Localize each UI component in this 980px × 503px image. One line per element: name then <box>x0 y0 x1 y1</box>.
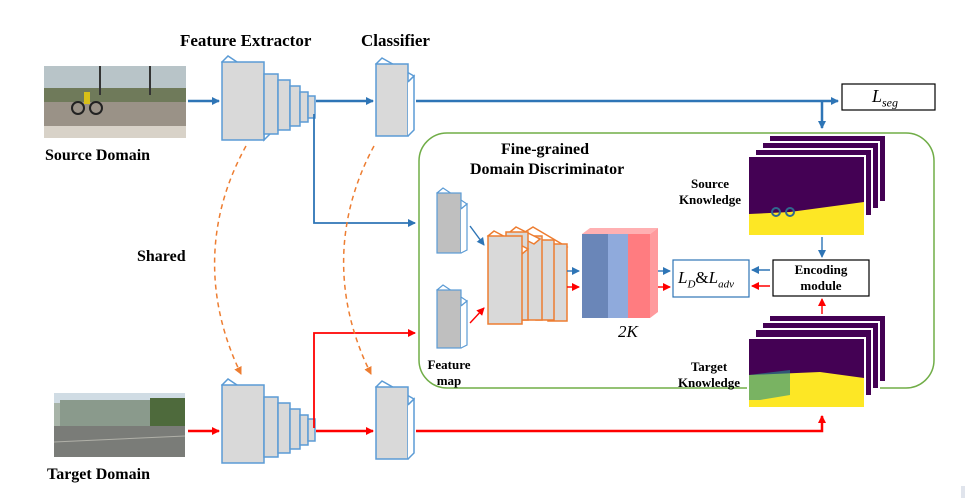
target-knowledge-line1: Target <box>690 359 728 374</box>
target-knowledge-label: Target Knowledge <box>674 359 744 391</box>
encoding-module-box <box>772 259 870 297</box>
segmentation-loss-label: Lseg <box>872 86 898 111</box>
source-knowledge-maps <box>747 134 887 237</box>
target-feature-extractor <box>220 378 316 464</box>
seg-loss-symbol: L <box>872 86 883 106</box>
segmentation-loss-box <box>841 83 936 111</box>
feature-map-source-arrow <box>469 225 485 246</box>
target-domain-image <box>53 393 186 457</box>
source-knowledge-label: Source Knowledge <box>676 176 744 208</box>
target-classifier <box>374 380 416 460</box>
feature-map-target-arrow <box>469 307 485 324</box>
source-classifier <box>374 57 416 137</box>
source-domain-image <box>44 66 186 138</box>
discriminator-title: Fine-grained Domain Discriminator <box>470 140 625 180</box>
target-knowledge-maps <box>747 314 887 409</box>
adversarial-loss-label: LD&Ladv <box>678 268 734 290</box>
source-flow-arrows <box>188 97 839 227</box>
two-k-text: 2K <box>618 322 638 341</box>
source-domain-label: Source Domain <box>45 147 151 164</box>
target-knowledge-line2: Knowledge <box>677 375 741 390</box>
target-flow-arrows <box>188 329 826 435</box>
feature-map-source <box>435 187 469 254</box>
source-knowledge-line1: Source <box>690 176 730 191</box>
discriminator-container <box>418 132 935 389</box>
two-k-label: 2K <box>618 322 638 342</box>
corner-mark <box>961 486 965 498</box>
feature-map-label: Feature map <box>424 357 474 389</box>
shared-label: Shared <box>137 248 186 265</box>
feature-map-target <box>435 284 469 349</box>
d-loss-symbol: L <box>678 268 688 287</box>
target-domain-label: Target Domain <box>47 466 150 483</box>
seg-loss-subscript: seg <box>882 95 899 110</box>
encoding-module-label: Encoding module <box>775 262 867 294</box>
discriminator-conv-layers <box>486 226 569 325</box>
discriminator-title-line1: Fine-grained <box>501 141 589 158</box>
adversarial-loss-box <box>672 259 750 298</box>
source-feature-extractor <box>220 55 316 142</box>
d-loss-subscript: D <box>687 278 696 291</box>
encoding-line2: module <box>800 278 842 293</box>
source-knowledge-line2: Knowledge <box>678 192 742 207</box>
adv-loss-symbol: L <box>708 268 719 287</box>
feature-map-line2: map <box>436 373 462 388</box>
discriminator-title-line2: Domain Discriminator <box>470 161 625 178</box>
adv-loss-subscript: adv <box>718 278 735 291</box>
classifier-label: Classifier <box>361 31 430 50</box>
feature-extractor-label: Feature Extractor <box>180 31 312 50</box>
loss-ampersand: & <box>695 268 709 287</box>
feature-map-line1: Feature <box>427 357 471 372</box>
shared-weight-arcs <box>213 145 375 375</box>
encoding-line1: Encoding <box>794 262 848 277</box>
discriminator-output-block <box>582 228 658 318</box>
